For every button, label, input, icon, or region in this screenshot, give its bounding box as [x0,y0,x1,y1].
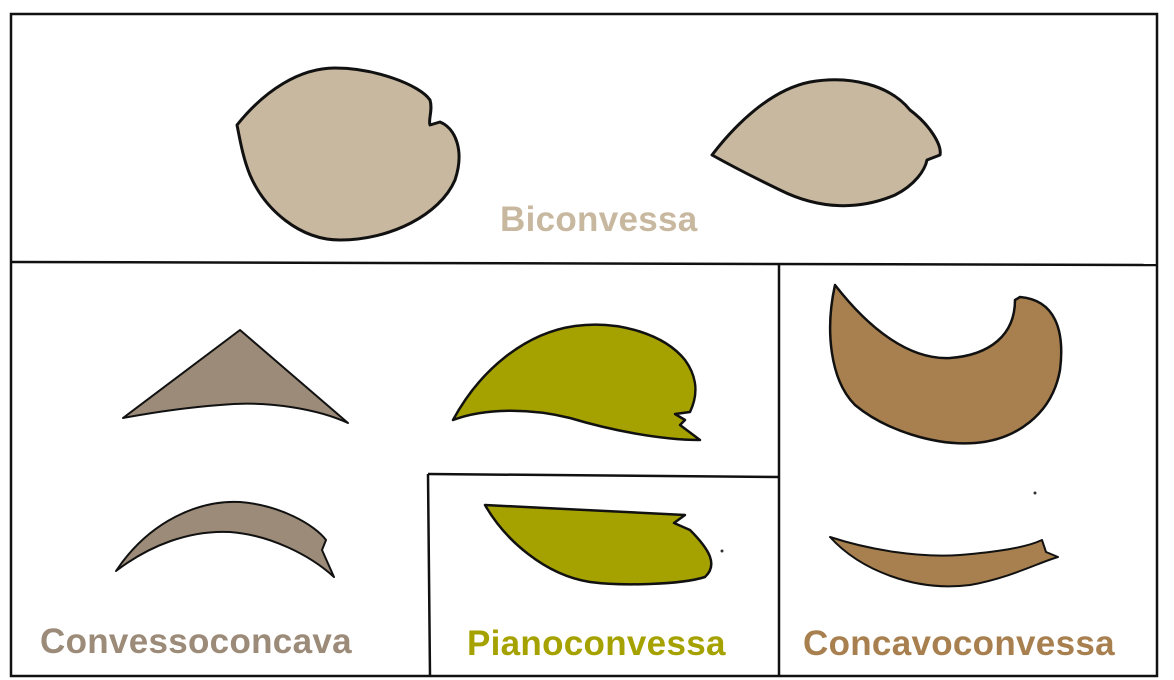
pianoconvessa-lens-2 [485,505,711,584]
biconvessa-lens-1 [237,68,459,240]
convessoconcava-lens-2 [116,502,334,577]
speck [721,550,724,553]
label-pianoconvessa: Pianoconvessa [467,624,726,664]
biconvessa-lens-2 [712,80,940,206]
convessoconcava-lens-1 [123,330,348,423]
speck [1034,492,1037,495]
concavoconvessa-lens-2 [830,537,1058,586]
label-convessoconcava: Convessoconcava [40,622,352,662]
concavoconvessa-lens-1 [830,285,1061,443]
label-biconvessa: Biconvessa [500,200,698,240]
label-concavoconvessa: Concavoconvessa [803,624,1115,664]
pianoconvessa-lens-1 [453,325,700,440]
